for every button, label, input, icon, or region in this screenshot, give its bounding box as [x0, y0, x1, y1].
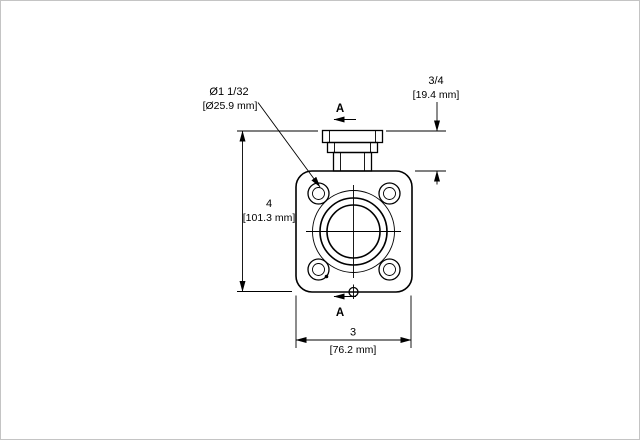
diameter-callout-leader-line — [257, 102, 321, 188]
bolt-hole-outer-circle — [378, 182, 401, 205]
section-label-bottom: A — [336, 307, 344, 319]
dimension-cap-height: 3/4 [19.4 mm] — [386, 75, 459, 185]
diameter-callout: Ø1 1/32 [Ø25.9 mm] — [203, 86, 321, 188]
section-indicator-bottom: A — [333, 293, 356, 319]
diameter-callout-metric: [Ø25.9 mm] — [203, 100, 258, 112]
bolt-hole-inner-circle — [383, 187, 396, 200]
dimension-overall-width: 3 [76.2 mm] — [295, 295, 412, 356]
dimension-overall-height: 4 [101.3 mm] — [237, 130, 318, 292]
bolt-hole-outer-circle — [378, 258, 401, 281]
section-indicator-top: A — [333, 103, 356, 123]
overall-width-value: 3 — [350, 327, 356, 339]
overall-height-value: 4 — [266, 198, 272, 210]
bolt-hole-outer-circle — [307, 258, 330, 281]
section-label-top: A — [336, 103, 344, 115]
bolt-hole-inner-circle — [383, 263, 396, 276]
overall-height-metric: [101.3 mm] — [243, 212, 296, 224]
reference-dot — [324, 274, 329, 279]
diameter-callout-value: Ø1 1/32 — [209, 86, 248, 98]
overall-width-metric: [76.2 mm] — [330, 344, 377, 356]
bolt-hole-top-right — [378, 182, 401, 205]
cap-assembly — [321, 129, 384, 172]
bolt-hole-bottom-left — [307, 258, 330, 281]
bolt-hole-inner-circle — [312, 187, 325, 200]
cap-height-metric: [19.4 mm] — [413, 89, 460, 101]
bolt-hole-inner-circle — [312, 263, 325, 276]
cap-height-value: 3/4 — [428, 75, 443, 87]
bolt-hole-bottom-right — [378, 258, 401, 281]
flange-outline — [295, 170, 413, 293]
